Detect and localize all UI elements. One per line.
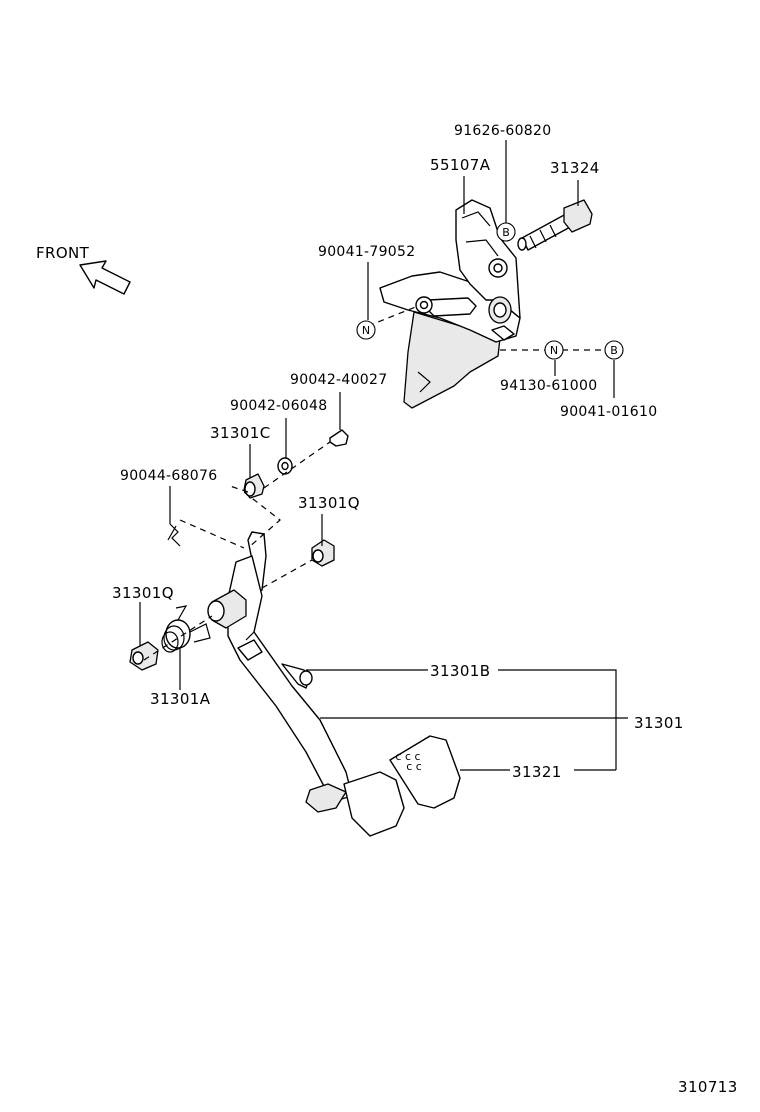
- part-label-90042-06048: 90042-06048: [230, 398, 327, 414]
- front-arrow-icon: [79, 260, 131, 295]
- part-label-91626-60820: 91626-60820: [454, 123, 551, 139]
- assembly-lines: [143, 305, 604, 661]
- part-label-31301q-left: 31301Q: [112, 584, 174, 602]
- part-label-31324: 31324: [550, 159, 600, 177]
- bolt-90042-40027: [329, 429, 349, 447]
- stopper-31301b: [281, 663, 313, 689]
- bolt-31324: [517, 199, 593, 251]
- svg-text:B: B: [610, 344, 618, 357]
- part-label-31301q-top: 31301Q: [298, 494, 360, 512]
- symbol-b-top: B: [496, 222, 516, 242]
- part-label-55107a: 55107A: [430, 156, 491, 174]
- part-label-90041-79052: 90041-79052: [318, 244, 415, 260]
- pedal-pad-31321: c c c c c: [389, 735, 461, 809]
- part-label-90041-01610: 90041-01610: [560, 404, 657, 420]
- part-label-90042-40027: 90042-40027: [290, 372, 387, 388]
- part-label-31301b: 31301B: [430, 662, 490, 680]
- pedal-arm-31301: [207, 531, 405, 837]
- clip-90044-68076: [167, 523, 181, 547]
- svg-text:N: N: [550, 344, 558, 357]
- svg-text:c c: c c: [406, 760, 422, 773]
- svg-text:B: B: [502, 226, 510, 239]
- leader-lines: [139, 140, 628, 771]
- symbol-b-right: B: [604, 340, 624, 360]
- bracket-55107a: [379, 199, 521, 409]
- part-label-31301a: 31301A: [150, 690, 211, 708]
- bushing-31301c: [243, 473, 265, 499]
- pad-grip-marks: c c c c c: [395, 750, 421, 773]
- symbol-n-right: N: [544, 340, 564, 360]
- part-label-90044-68076: 90044-68076: [120, 468, 217, 484]
- bushing-31301q-top: [311, 539, 335, 567]
- svg-text:c c c: c c c: [395, 750, 420, 763]
- symbol-n-left: N: [356, 320, 376, 340]
- part-label-94130-61000: 94130-61000: [500, 378, 597, 394]
- washer-90042-06048: [277, 457, 293, 475]
- part-label-31301c: 31301C: [210, 424, 271, 442]
- spring-31301a: [161, 605, 211, 653]
- part-label-31321: 31321: [512, 763, 562, 781]
- figure-number: 310713: [678, 1078, 738, 1096]
- front-direction-indicator: FRONT: [36, 244, 131, 295]
- svg-text:N: N: [362, 324, 370, 337]
- part-label-31301: 31301: [634, 714, 684, 732]
- bushing-31301q-left: [129, 641, 159, 671]
- front-label: FRONT: [36, 244, 90, 262]
